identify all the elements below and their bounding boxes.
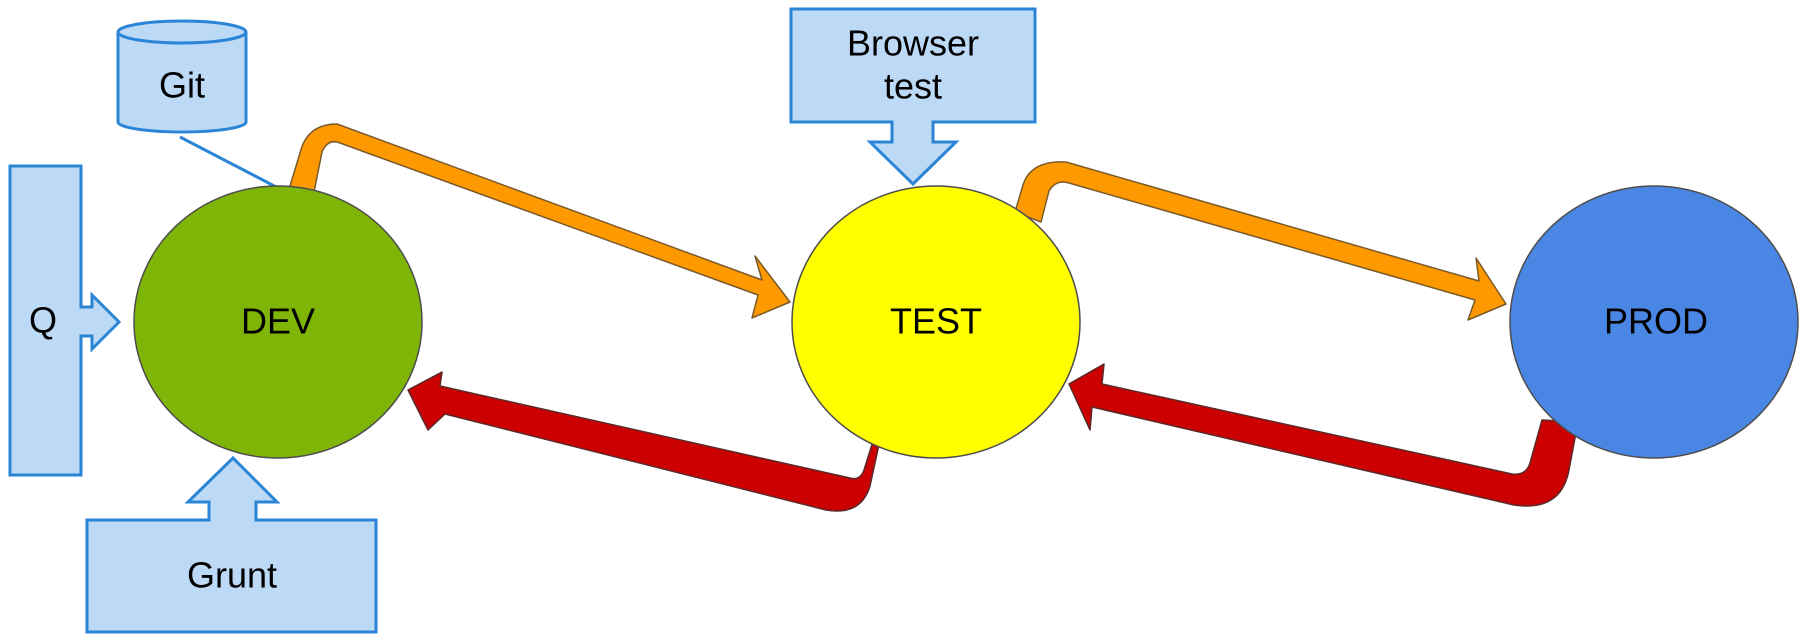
git-cylinder-body bbox=[116, 32, 248, 134]
grunt-callout: Grunt bbox=[85, 455, 378, 634]
promote-arrow-dev-to-test bbox=[289, 123, 791, 319]
grunt-callout-shape bbox=[85, 455, 378, 634]
git-database: Git bbox=[116, 19, 248, 134]
q-callout-shape bbox=[8, 164, 122, 477]
test-circle bbox=[791, 185, 1081, 459]
dev-node: DEV bbox=[133, 185, 423, 459]
q-label: Q bbox=[29, 300, 57, 341]
git-cylinder-top bbox=[116, 19, 248, 45]
browser-test-callout: Browser test bbox=[789, 7, 1037, 187]
browser-test-label-line1: Browser bbox=[847, 23, 979, 64]
grunt-label: Grunt bbox=[187, 555, 277, 596]
dev-circle bbox=[133, 185, 423, 459]
rollback-arrow-prod-to-test bbox=[1068, 363, 1579, 507]
git-connector-line bbox=[179, 135, 283, 192]
prod-label: PROD bbox=[1604, 301, 1708, 342]
browser-test-callout-shape bbox=[789, 7, 1037, 187]
git-label: Git bbox=[159, 65, 205, 106]
q-callout: Q bbox=[8, 164, 122, 477]
browser-test-label-line2: test bbox=[884, 66, 942, 107]
test-label: TEST bbox=[890, 301, 982, 342]
test-node: TEST bbox=[791, 185, 1081, 459]
prod-node: PROD bbox=[1509, 185, 1799, 459]
rollback-arrow-test-to-dev bbox=[407, 371, 881, 512]
promote-arrow-test-to-prod bbox=[1014, 161, 1507, 321]
prod-circle bbox=[1509, 185, 1799, 459]
dev-label: DEV bbox=[241, 301, 315, 342]
